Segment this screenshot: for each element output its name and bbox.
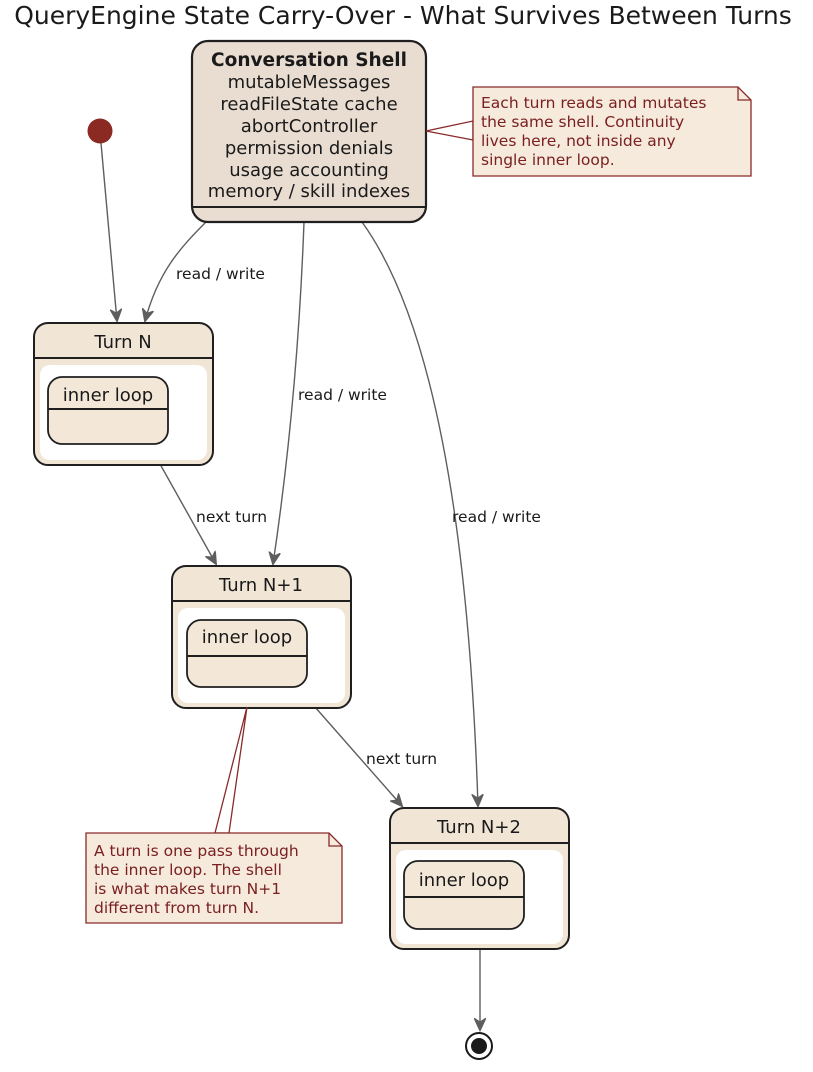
inner-loop-label: inner loop bbox=[419, 870, 509, 891]
turn-n2-inner-loop: inner loop bbox=[403, 860, 525, 930]
note-line: the inner loop. The shell bbox=[94, 861, 282, 879]
shell-line: usage accounting bbox=[229, 160, 389, 181]
shell-line: abortController bbox=[241, 116, 378, 137]
turn-note: A turn is one pass through the inner loo… bbox=[85, 706, 343, 924]
note-line: lives here, not inside any bbox=[481, 132, 676, 150]
shell-line: memory / skill indexes bbox=[208, 181, 410, 202]
turn-n-state: Turn N inner loop bbox=[33, 322, 214, 466]
edge-turn-n1-to-turn-n2 bbox=[314, 706, 402, 806]
turn-n2-state: Turn N+2 inner loop bbox=[389, 807, 570, 950]
final-state-dot bbox=[471, 1038, 487, 1054]
conversation-shell-state: Conversation Shell mutableMessages readF… bbox=[190, 39, 428, 224]
note-line: is what makes turn N+1 bbox=[94, 880, 281, 898]
note-line: single inner loop. bbox=[481, 151, 615, 169]
edge-start-to-turn-n bbox=[100, 142, 117, 321]
note-line: Each turn reads and mutates bbox=[481, 94, 707, 112]
edges bbox=[100, 142, 480, 1030]
inner-loop-label: inner loop bbox=[63, 385, 153, 406]
turn-n1-title: Turn N+1 bbox=[218, 575, 303, 596]
note-line: different from turn N. bbox=[94, 899, 259, 917]
turn-n2-title: Turn N+2 bbox=[436, 817, 521, 838]
edge-turn-n-to-turn-n1 bbox=[159, 463, 216, 564]
edge-label-turn-n1-to-turn-n2: next turn bbox=[366, 750, 437, 768]
edge-label-shell-to-turn-n2: read / write bbox=[452, 508, 541, 526]
edge-label-shell-to-turn-n1: read / write bbox=[298, 386, 387, 404]
diagram-title: QueryEngine State Carry-Over - What Surv… bbox=[14, 1, 792, 30]
turn-n1-inner-loop: inner loop bbox=[186, 619, 308, 688]
edge-shell-to-turn-n1 bbox=[273, 221, 305, 564]
shell-title: Conversation Shell bbox=[211, 50, 407, 71]
note-line: A turn is one pass through bbox=[94, 842, 299, 860]
edge-shell-to-turn-n bbox=[145, 221, 207, 321]
shell-line: mutableMessages bbox=[228, 72, 391, 93]
inner-loop-label: inner loop bbox=[202, 627, 292, 648]
turn-n1-state: Turn N+1 inner loop bbox=[171, 565, 352, 709]
final-state bbox=[465, 1032, 493, 1060]
note-line: the same shell. Continuity bbox=[481, 113, 684, 131]
shell-note: Each turn reads and mutates the same she… bbox=[425, 86, 752, 177]
edge-label-turn-n-to-turn-n1: next turn bbox=[196, 508, 267, 526]
shell-line: readFileState cache bbox=[220, 94, 397, 115]
initial-state-dot bbox=[87, 118, 113, 144]
turn-n-title: Turn N bbox=[93, 332, 151, 353]
edge-shell-to-turn-n2 bbox=[361, 221, 478, 806]
edge-label-shell-to-turn-n: read / write bbox=[176, 265, 265, 283]
turn-n-inner-loop: inner loop bbox=[47, 376, 169, 445]
shell-line: permission denials bbox=[225, 138, 393, 159]
